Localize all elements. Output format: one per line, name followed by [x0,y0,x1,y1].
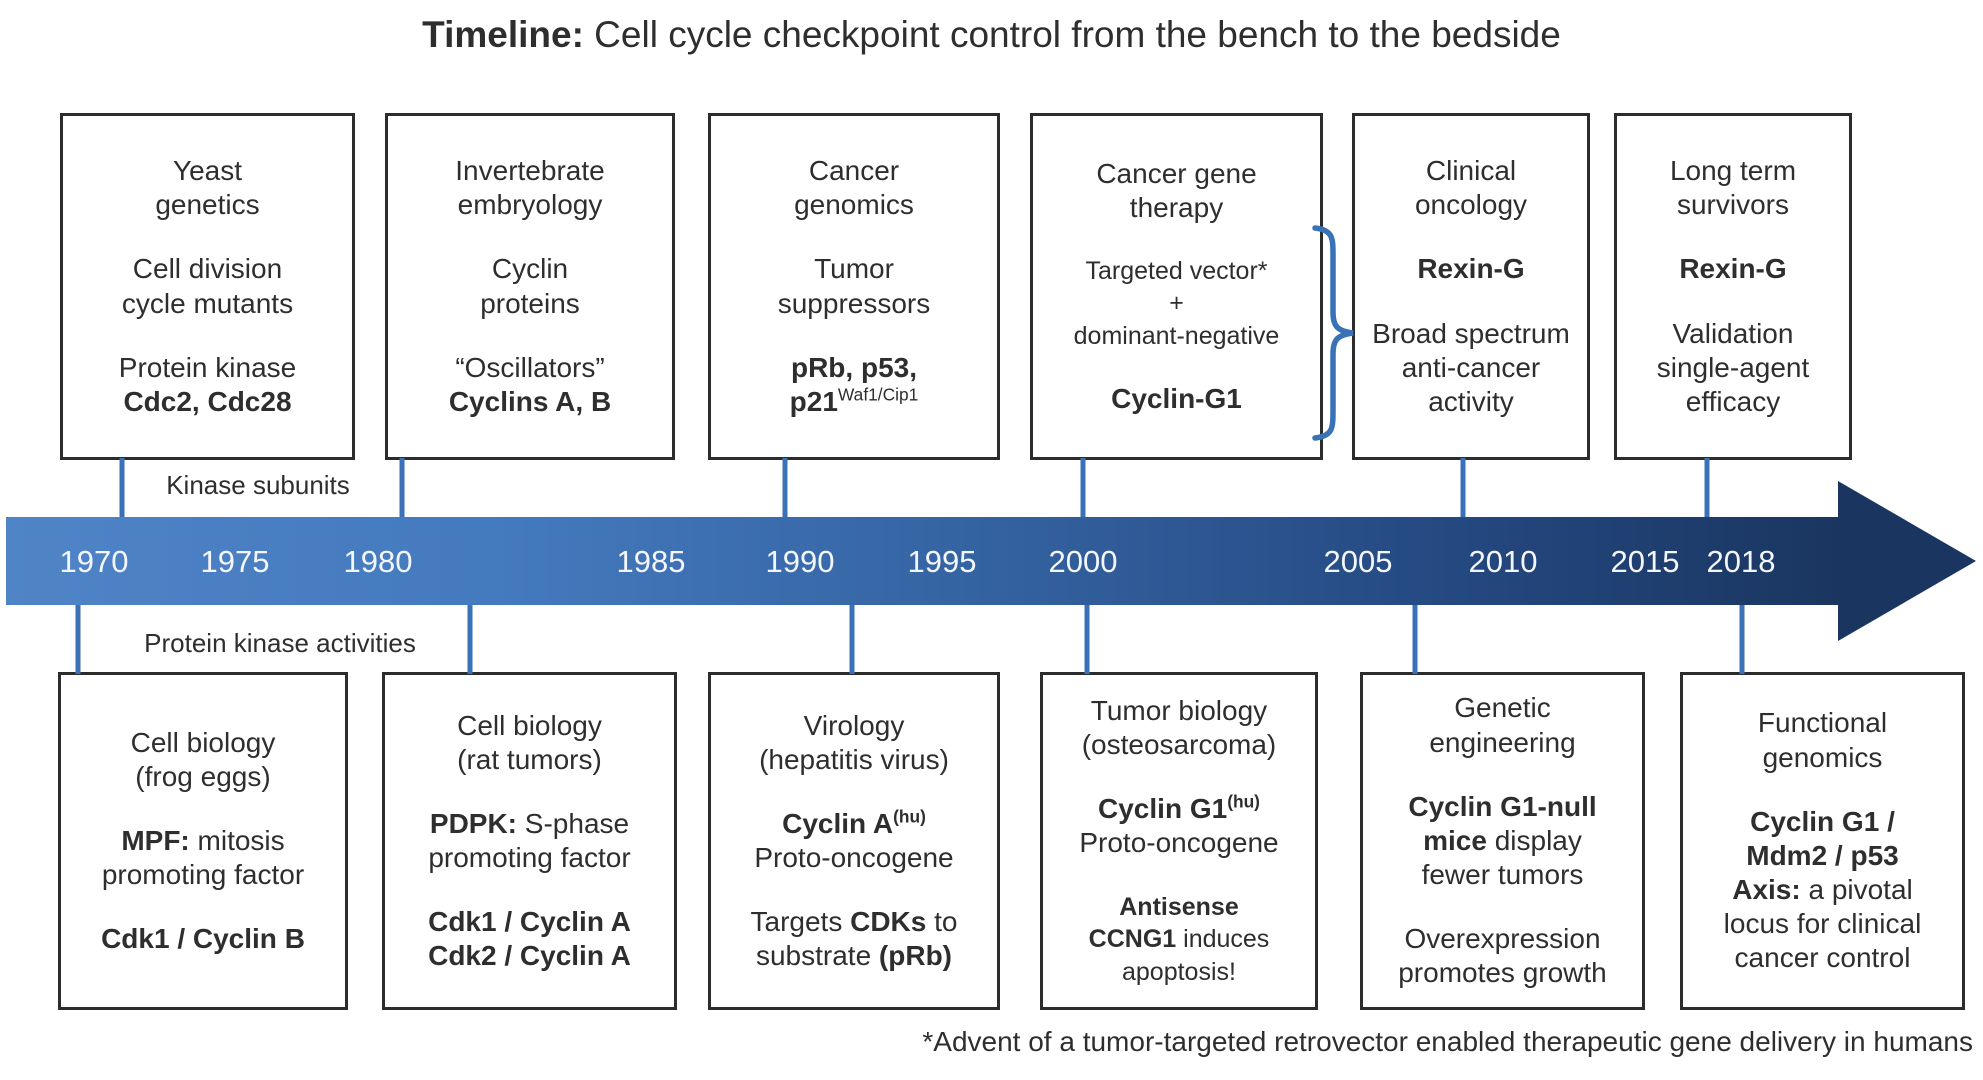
connector-line [75,604,81,674]
connector-line [1080,458,1086,519]
box-paragraph: Cyclin A(hu)Proto-oncogene [754,806,954,873]
connector-line [782,458,788,519]
year-label: 1980 [343,544,413,579]
connector-line [1460,458,1466,519]
connector-line [1704,458,1710,519]
connector-line [849,604,855,674]
footnote: *Advent of a tumor-targeted retrovector … [922,1026,1973,1057]
year-label: 1970 [59,544,129,579]
connector-line [399,458,405,519]
box-tumor-biology-osteosarcoma: Tumor biology(osteosarcoma) Cyclin G1(hu)… [1040,672,1318,1010]
box-paragraph: Tumor biology(osteosarcoma) [1081,694,1277,761]
year-label: 1995 [907,544,977,579]
connector-line [119,458,125,519]
curly-brace [1312,225,1354,441]
box-virology-hepatitis-virus: Virology(hepatitis virus) Cyclin A(hu)Pro… [708,672,1000,1010]
year-label: 2000 [1048,544,1118,579]
box-paragraph: pRb, p53,p21Waf1/Cip1 [789,351,919,417]
year-label: 2005 [1323,544,1393,579]
connector-line [1412,604,1418,674]
year-label: 1990 [765,544,835,579]
box-paragraph: Targeted vector*+dominant-negative [1073,256,1280,350]
diagram-title-lead: Timeline: [422,14,584,55]
year-label: 1985 [616,544,686,579]
box-paragraph: Cell biology(rat tumors) [457,709,602,775]
axis-label-kinase-subunits: Kinase subunits [166,470,350,500]
box-paragraph: Rexin-G [1417,253,1525,285]
year-label: 2015 [1610,544,1680,579]
connector-line [1739,604,1745,674]
diagram-title: Timeline: Cell cycle checkpoint control … [0,14,1983,56]
connector-line [467,604,473,674]
connector-line [1084,604,1090,674]
box-paragraph: Virology(hepatitis virus) [759,709,949,775]
year-label: 2010 [1468,544,1538,579]
axis-label-protein-kinase-activities: Protein kinase activities [144,628,416,658]
box-paragraph: Cyclin-G1 [1111,383,1242,415]
box-paragraph: Rexin-G [1679,253,1787,285]
timeline-arrow-band [6,517,1840,605]
year-label: 1975 [200,544,270,579]
box-paragraph: Cyclin G1(hu)Proto-oncogene [1079,791,1279,859]
timeline-arrowhead [1838,481,1976,641]
year-label: 2018 [1706,544,1776,579]
box-paragraph: “Oscillators”Cyclins A, B [448,351,612,417]
box-paragraph: Cell biology(frog eggs) [130,726,276,792]
diagram-title-rest: Cell cycle checkpoint control from the b… [583,14,1561,55]
box-paragraph: Cdk1 / Cyclin B [101,923,305,955]
